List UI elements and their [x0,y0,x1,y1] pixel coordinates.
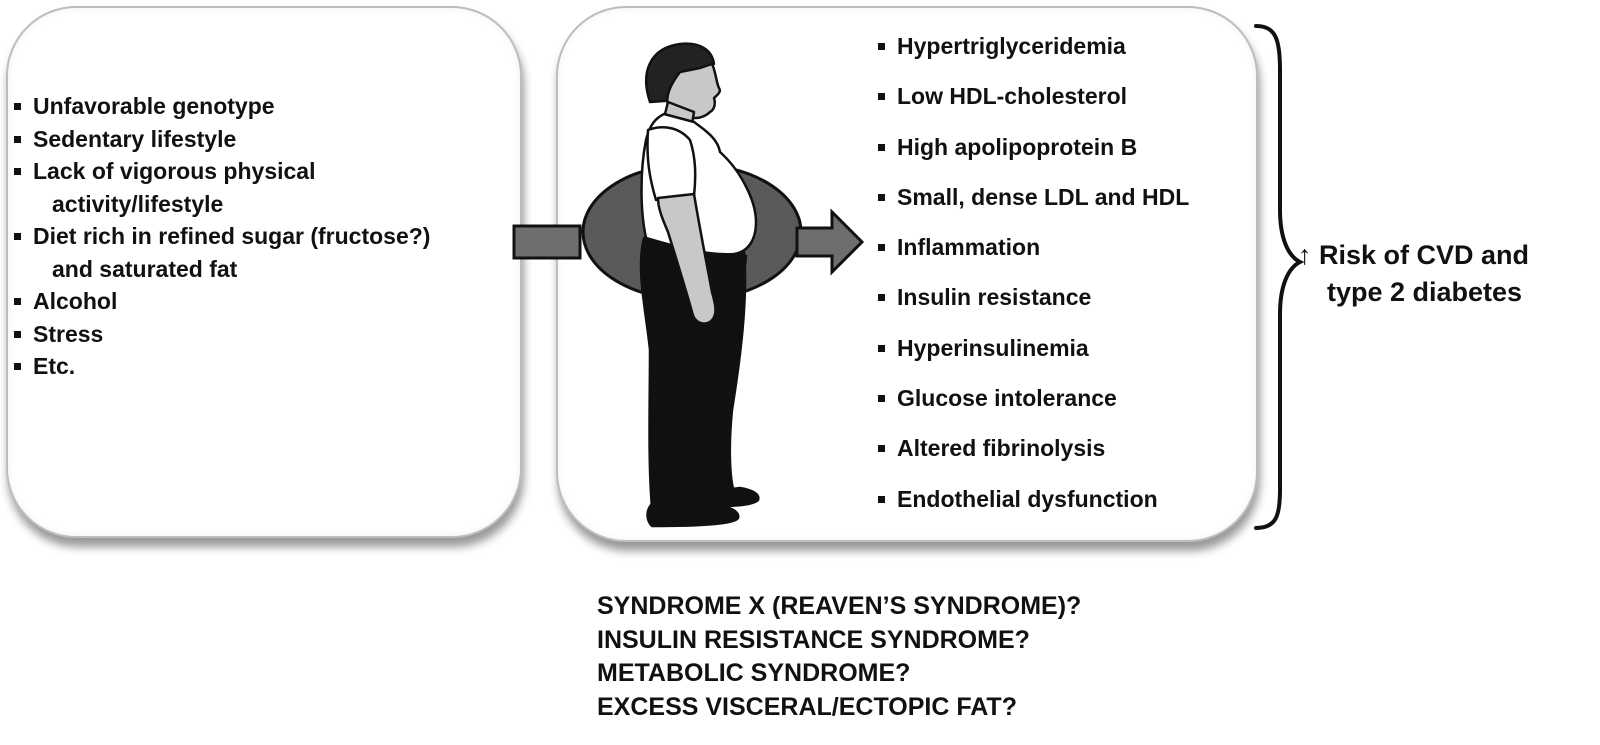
outcome-line-2: type 2 diabetes [1327,277,1523,307]
risk-factor-item: Etc. [14,350,514,383]
risk-factor-item: Unfavorable genotype [14,90,514,123]
abnormality-item: Hypertriglyceridemia [878,33,1258,83]
risk-factor-item: Alcohol [14,285,514,318]
risk-factor-item: Lack of vigorous physical [14,155,514,188]
syndrome-question-list: SYNDROME X (REAVEN’S SYNDROME)? INSULIN … [597,590,1357,724]
abnormality-item: Inflammation [878,234,1258,284]
syndrome-question: EXCESS VISCERAL/ECTOPIC FAT? [597,692,1017,721]
obese-person-icon [639,42,760,528]
abnormality-item: High apolipoprotein B [878,134,1258,184]
syndrome-question: METABOLIC SYNDROME? [597,659,911,687]
risk-factor-item-continuation: activity/lifestyle [52,190,224,217]
front-shoe-shape [646,502,740,528]
arm-shape [656,192,717,325]
abnormality-item: Altered fibrinolysis [878,435,1258,485]
output-arrow [795,208,865,276]
risk-factor-item: Diet rich in refined sugar (fructose?) [14,220,514,253]
risk-factor-item-continuation: and saturated fat [52,255,238,282]
abnormality-list: Hypertriglyceridemia Low HDL-cholesterol… [878,33,1258,536]
input-arrow [512,224,582,260]
syndrome-question: INSULIN RESISTANCE SYNDROME? [597,625,1030,654]
hair-shape [645,42,716,104]
risk-factor-item: Sedentary lifestyle [14,123,514,156]
risk-factors-panel [6,6,522,538]
abnormality-item: Insulin resistance [878,284,1258,334]
outcome-line-1: ↑ Risk of CVD and [1298,240,1530,270]
risk-factor-list: Unfavorable genotype Sedentary lifestyle… [14,90,514,383]
sleeve-shape [646,126,697,202]
abnormality-item: Glucose intolerance [878,385,1258,435]
syndrome-question: SYNDROME X (REAVEN’S SYNDROME)? [597,592,1082,620]
abnormality-item: Low HDL-cholesterol [878,83,1258,133]
curly-brace [1254,24,1305,530]
abnormality-item: Hyperinsulinemia [878,335,1258,385]
abnormality-item: Endothelial dysfunction [878,486,1258,536]
outcome-label: ↑ Risk of CVD and type 2 diabetes [1298,237,1598,311]
abnormality-item: Small, dense LDL and HDL [878,184,1258,234]
risk-factor-item: Stress [14,318,514,351]
